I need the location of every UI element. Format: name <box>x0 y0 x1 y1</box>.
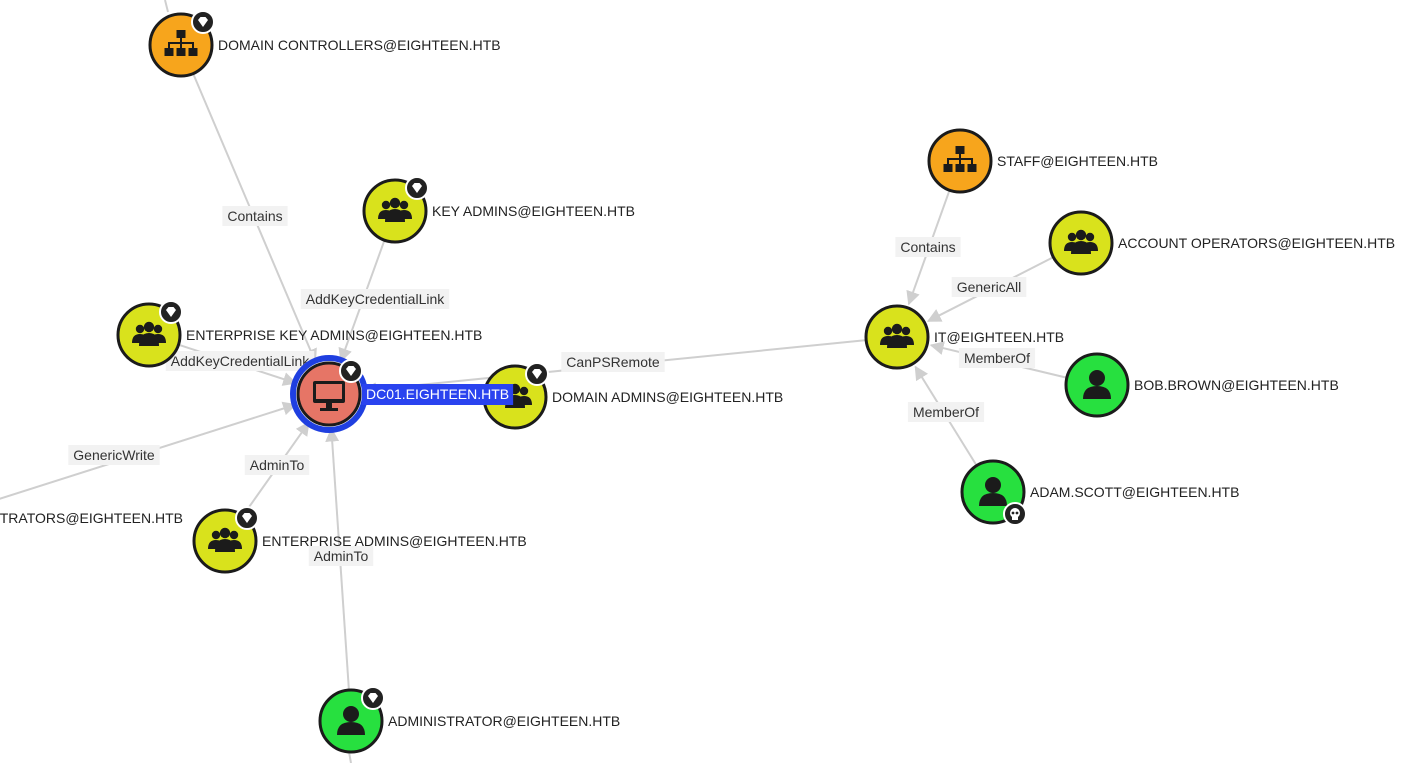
edge-label-background <box>561 352 665 372</box>
node-label[interactable]: DOMAIN ADMINS@EIGHTEEN.HTB <box>552 389 783 405</box>
edge-label: AdminTo <box>314 548 369 564</box>
node-label[interactable]: STAFF@EIGHTEEN.HTB <box>997 153 1158 169</box>
node-label[interactable]: DC01.EIGHTEEN.HTB <box>366 386 509 402</box>
edge-domain_controllers-to-dc01[interactable]: Contains <box>192 73 317 364</box>
edge-account_operators-to-it[interactable]: GenericAll <box>926 256 1054 322</box>
edge-adam_scott-to-it[interactable]: MemberOf <box>907 365 985 467</box>
users-icon <box>378 197 412 222</box>
users-icon <box>1064 229 1098 254</box>
node-label[interactable]: KEY ADMINS@EIGHTEEN.HTB <box>432 203 635 219</box>
node-label[interactable]: ENTERPRISE KEY ADMINS@EIGHTEEN.HTB <box>186 327 482 343</box>
node-enterprise-admins[interactable]: ENTERPRISE ADMINS@EIGHTEEN.HTB <box>192 506 527 574</box>
node-bob-brown[interactable]: BOB.BROWN@EIGHTEEN.HTB <box>1064 352 1339 418</box>
node-label[interactable]: ENTERPRISE ADMINS@EIGHTEEN.HTB <box>262 533 527 549</box>
edge-label-background <box>907 402 985 422</box>
edge-label-background <box>895 237 961 257</box>
node-enterprise-key-admins[interactable]: ENTERPRISE KEY ADMINS@EIGHTEEN.HTB <box>116 300 482 368</box>
node-administrator[interactable]: ADMINISTRATOR@EIGHTEEN.HTB <box>318 686 620 754</box>
edge-label: GenericAll <box>957 279 1022 295</box>
gem-icon <box>339 359 363 383</box>
node-label[interactable]: IT@EIGHTEEN.HTB <box>934 329 1064 345</box>
sitemap-icon <box>943 146 977 172</box>
gem-icon <box>235 506 259 530</box>
edge-it-to-dc01[interactable]: CanPSRemote <box>362 339 867 397</box>
users-icon <box>132 321 166 346</box>
node-domain-admins[interactable]: DOMAIN ADMINS@EIGHTEEN.HTB <box>482 362 783 430</box>
gem-icon <box>191 10 215 34</box>
edge-label: AddKeyCredentialLink <box>306 291 446 307</box>
offscreen-edge-stub <box>164 0 169 13</box>
edge-label: AddKeyCredentialLink <box>171 353 311 369</box>
users-icon <box>208 527 242 552</box>
offscreen-edge-stub <box>348 751 352 763</box>
node-label[interactable]: DOMAIN CONTROLLERS@EIGHTEEN.HTB <box>218 37 501 53</box>
node-label[interactable]: ACCOUNT OPERATORS@EIGHTEEN.HTB <box>1118 235 1395 251</box>
desktop-icon <box>313 381 345 411</box>
gem-icon <box>405 176 429 200</box>
edge-label-background <box>951 277 1027 297</box>
edge-layer: ContainsAddKeyCredentialLinkAddKeyCreden… <box>0 0 1068 763</box>
node-label[interactable]: BOB.BROWN@EIGHTEEN.HTB <box>1134 377 1339 393</box>
skull-icon <box>1003 502 1027 526</box>
node-dc01[interactable]: DC01.EIGHTEEN.HTB <box>290 355 514 433</box>
edge-label-background <box>244 455 310 475</box>
sitemap-icon <box>164 30 198 56</box>
edge-label-background <box>300 289 450 309</box>
edge-label: Contains <box>227 208 282 224</box>
node-domain-controllers[interactable]: DOMAIN CONTROLLERS@EIGHTEEN.HTB <box>148 10 501 78</box>
edge-staff-to-it[interactable]: Contains <box>895 189 961 306</box>
edge-label: MemberOf <box>913 404 979 420</box>
node-adam-scott[interactable]: ADAM.SCOTT@EIGHTEEN.HTB <box>960 459 1239 526</box>
edge-label: AdminTo <box>250 457 305 473</box>
node-staff[interactable]: STAFF@EIGHTEEN.HTB <box>927 128 1158 194</box>
edge-label: GenericWrite <box>73 447 155 463</box>
user-icon <box>1083 370 1111 399</box>
edge-label-background <box>68 445 160 465</box>
node-label[interactable]: TRATORS@EIGHTEEN.HTB <box>0 510 183 526</box>
selected-label-highlight <box>362 384 514 405</box>
edge-key_admins-to-dc01[interactable]: AddKeyCredentialLink <box>300 239 450 363</box>
edge-administrators-to-dc01[interactable]: GenericWrite <box>0 401 297 504</box>
node-administrators[interactable]: TRATORS@EIGHTEEN.HTB <box>0 482 183 544</box>
edge-label: CanPSRemote <box>566 354 660 370</box>
edge-bob_brown-to-it[interactable]: MemberOf <box>929 341 1068 379</box>
edge-label: Contains <box>900 239 955 255</box>
node-key-admins[interactable]: KEY ADMINS@EIGHTEEN.HTB <box>362 176 635 244</box>
node-label[interactable]: ADMINISTRATOR@EIGHTEEN.HTB <box>388 713 620 729</box>
gem-icon <box>525 362 549 386</box>
node-account-operators[interactable]: ACCOUNT OPERATORS@EIGHTEEN.HTB <box>1048 210 1395 276</box>
edge-administrator-to-dc01[interactable]: AdminTo <box>308 427 374 691</box>
node-layer: DOMAIN CONTROLLERS@EIGHTEEN.HTB KEY ADMIN… <box>0 10 1395 754</box>
edge-enterprise_admins-to-dc01[interactable]: AdminTo <box>242 421 310 517</box>
edge-label: MemberOf <box>964 350 1030 366</box>
node-it[interactable]: IT@EIGHTEEN.HTB <box>864 304 1064 370</box>
gem-icon <box>159 300 183 324</box>
node-label[interactable]: ADAM.SCOTT@EIGHTEEN.HTB <box>1030 484 1239 500</box>
user-icon <box>979 477 1007 506</box>
gem-icon <box>361 686 385 710</box>
edge-label-background <box>222 206 288 226</box>
users-icon <box>880 323 914 348</box>
edge-label-background <box>165 351 315 371</box>
user-icon <box>337 706 365 735</box>
edge-label-background <box>958 348 1036 368</box>
edge-label-background <box>308 546 374 566</box>
edge-enterprise_key_admins-to-dc01[interactable]: AddKeyCredentialLink <box>165 343 315 386</box>
